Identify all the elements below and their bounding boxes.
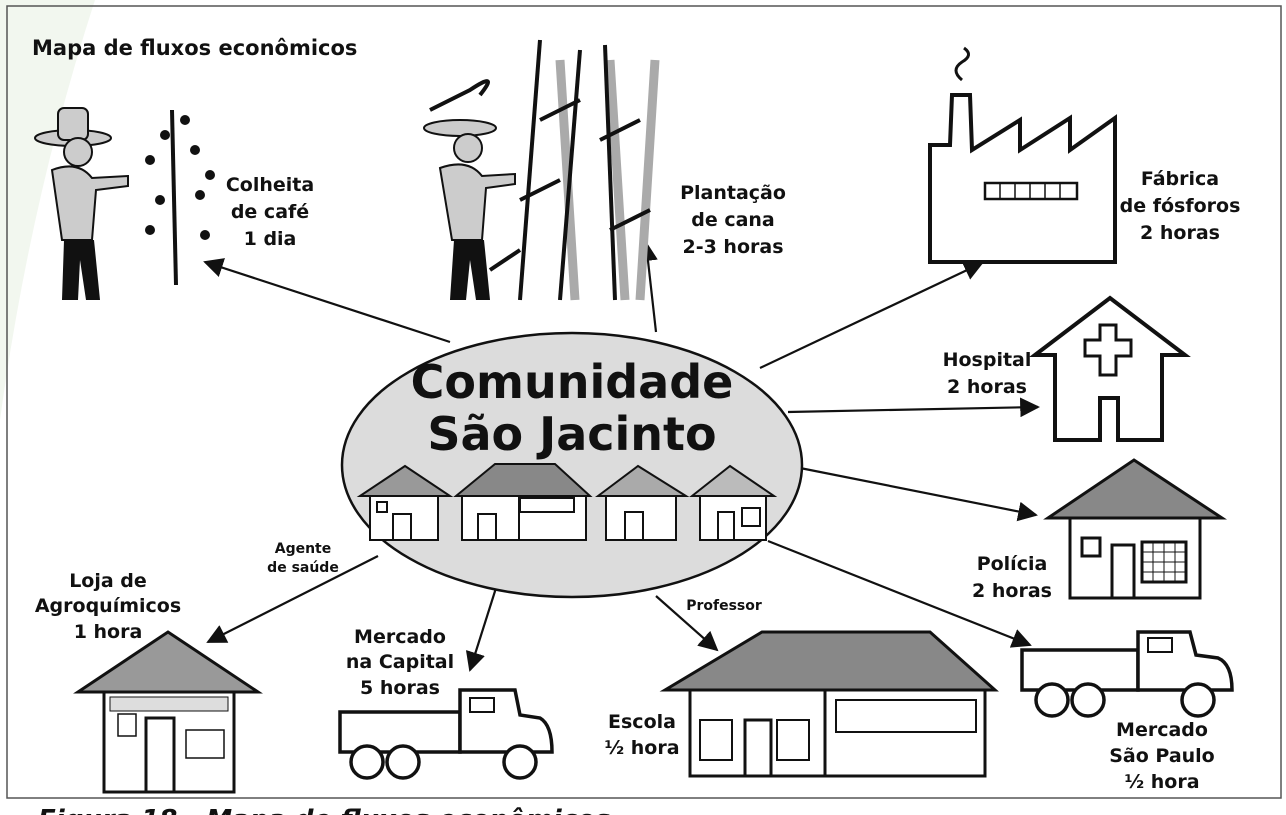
school-icon: [659, 630, 999, 778]
coffee-harvester-icon: [34, 107, 215, 300]
node-escola: Escola ½ hora: [604, 711, 679, 759]
node-cana-line3: 2-3 horas: [682, 236, 783, 258]
community-name-line1: Comunidade: [411, 355, 734, 409]
flow-arrows: [203, 241, 1040, 672]
arrow-to-loja: [206, 555, 379, 643]
node-loja-line2: Agroquímicos: [35, 595, 181, 617]
arrow-to-hospital: [787, 397, 1040, 418]
node-mercado-capital-line3: 5 horas: [360, 677, 440, 699]
node-policia-line1: Polícia: [977, 553, 1048, 575]
background-watermark: [0, 0, 95, 420]
node-escola-line1: Escola: [608, 711, 676, 733]
node-cana-line1: Plantação: [680, 182, 786, 204]
label-professor: Professor: [686, 598, 762, 614]
node-cafe-line1: Colheita: [226, 174, 314, 196]
map-title: Mapa de fluxos econômicos: [32, 36, 357, 60]
arrow-to-cana: [638, 241, 658, 333]
node-policia: Polícia 2 horas: [972, 553, 1052, 602]
arrow-to-policia: [799, 466, 1038, 522]
arrow-to-cafe: [203, 258, 451, 344]
node-fabrica: Fábrica de fósforos 2 horas: [1120, 168, 1241, 244]
factory-icon: [928, 46, 1117, 264]
arrow-to-escola: [655, 595, 719, 652]
node-hospital-line1: Hospital: [943, 349, 1032, 371]
node-cafe-line2: de café: [231, 201, 309, 223]
node-mercado-capital-line1: Mercado: [354, 626, 446, 648]
node-hospital-line2: 2 horas: [947, 376, 1027, 398]
truck-icon: [1020, 630, 1234, 718]
node-fabrica-line1: Fábrica: [1141, 168, 1219, 190]
node-mercado-sp-line3: ½ hora: [1124, 771, 1199, 793]
node-mercado-sp: Mercado São Paulo ½ hora: [1109, 719, 1215, 793]
node-cana: Plantação de cana 2-3 horas: [680, 182, 786, 258]
arrow-to-mercado-capital: [465, 587, 498, 672]
arrow-to-mercado-sp: [767, 539, 1032, 648]
community-name-line2: São Jacinto: [427, 407, 716, 461]
node-hospital: Hospital 2 horas: [943, 349, 1032, 398]
label-agente-line2: de saúde: [267, 560, 339, 576]
node-mercado-sp-line2: São Paulo: [1109, 745, 1215, 767]
label-agente-line1: Agente: [275, 541, 332, 557]
arrow-to-fabrica: [759, 261, 984, 369]
map-frame: [6, 5, 1282, 799]
store-icon: [73, 630, 263, 794]
node-policia-line2: 2 horas: [972, 580, 1052, 602]
node-mercado-sp-line1: Mercado: [1116, 719, 1208, 741]
node-cana-line2: de cana: [691, 209, 775, 231]
node-cafe: Colheita de café 1 dia: [226, 174, 314, 250]
node-loja-line3: 1 hora: [74, 621, 143, 643]
community-node: Comunidade São Jacinto: [340, 331, 804, 599]
node-mercado-capital: Mercado na Capital 5 horas: [346, 626, 454, 699]
node-fabrica-line2: de fósforos: [1120, 195, 1241, 217]
node-loja-line1: Loja de: [69, 570, 147, 592]
truck-icon: [338, 688, 554, 780]
community-houses-icon: [356, 463, 778, 541]
figure-caption: Figura 18 - Mapa de fluxos econômicos: [38, 805, 610, 815]
node-mercado-capital-line2: na Capital: [346, 651, 454, 673]
node-cafe-line3: 1 dia: [244, 228, 297, 250]
node-escola-line2: ½ hora: [604, 737, 679, 759]
hospital-icon: [1029, 295, 1191, 442]
node-fabrica-line3: 2 horas: [1140, 222, 1220, 244]
sugarcane-cutter-icon: [423, 39, 660, 301]
police-building-icon: [1043, 458, 1228, 600]
node-loja: Loja de Agroquímicos 1 hora: [35, 570, 181, 643]
